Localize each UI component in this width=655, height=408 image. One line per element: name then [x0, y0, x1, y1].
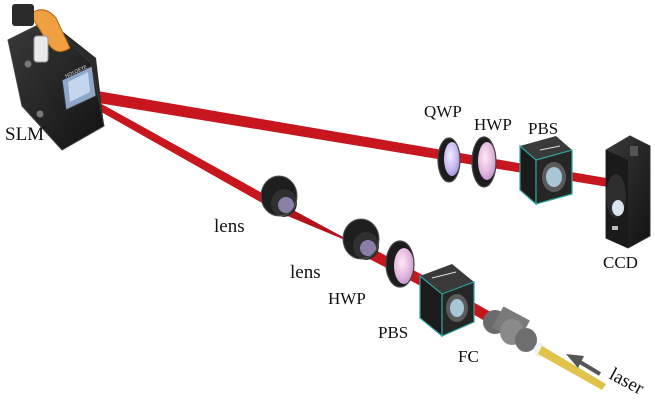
label-lens-lower: lens [290, 262, 321, 283]
lens-mount-upper [260, 175, 298, 217]
beam-lens-focus [278, 204, 345, 240]
fiber-collimator [483, 306, 606, 390]
slm-device: HOLOEYE [7, 4, 105, 151]
laser-direction-arrow-icon [566, 354, 602, 376]
pbs-cube-lower [419, 264, 475, 338]
qwp-optic [437, 137, 461, 183]
label-ccd: CCD [603, 253, 638, 272]
label-hwp-lower: HWP [328, 289, 366, 308]
hwp-optic-lower [385, 240, 415, 288]
pbs-cube-upper [519, 136, 573, 206]
optical-fiber [538, 346, 606, 390]
hwp-optic-upper [471, 136, 497, 188]
label-pbs-lower: PBS [378, 323, 408, 342]
label-lens-upper: lens [214, 216, 245, 237]
label-fc: FC [458, 347, 479, 366]
label-pbs-upper: PBS [528, 119, 558, 138]
ccd-camera [605, 135, 651, 249]
label-hwp-upper: HWP [474, 115, 512, 134]
label-qwp: QWP [424, 102, 462, 121]
label-slm: SLM [5, 124, 44, 145]
beam-slm-to-lens [80, 92, 282, 212]
lens-mount-lower [342, 218, 380, 260]
label-laser: laser [606, 364, 648, 400]
